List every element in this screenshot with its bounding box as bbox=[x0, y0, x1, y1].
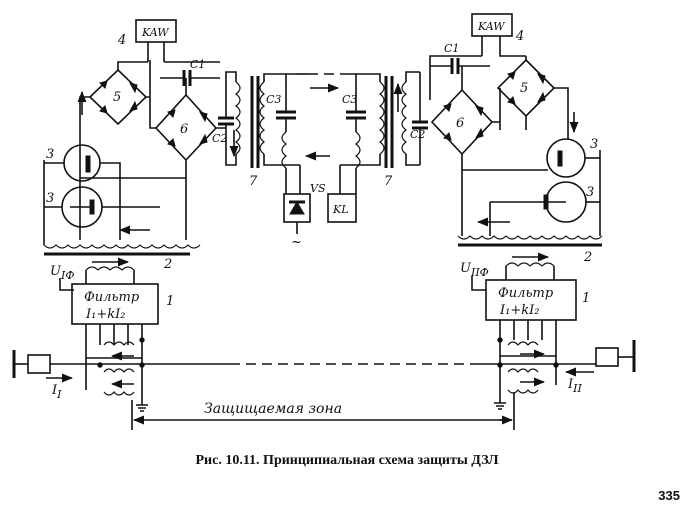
left-num-3-bottom: 3 bbox=[46, 191, 54, 206]
middle-cap-c3-right-label: C3 bbox=[342, 93, 357, 106]
right-num-3-bottom: 3 bbox=[586, 185, 594, 200]
right-num-2: 2 bbox=[583, 250, 592, 265]
protected-zone: Защищаемая зона bbox=[131, 392, 515, 430]
vs-label: VS bbox=[310, 182, 326, 195]
right-num-1: 1 bbox=[582, 291, 590, 306]
right-bridge-5-label: 5 bbox=[520, 81, 528, 96]
left-rectifier-bridge-6: 6 bbox=[154, 93, 218, 162]
ac-symbol: ~ bbox=[291, 235, 302, 250]
left-cap-c2-label: C2 bbox=[212, 132, 227, 145]
right-filter-title: Фильтр bbox=[498, 286, 554, 301]
right-relay-label: KAW bbox=[477, 20, 506, 33]
left-bridge-6-label: 6 bbox=[180, 122, 188, 137]
right-filter-box bbox=[485, 279, 577, 321]
left-filter-formula: I₁+kI₂ bbox=[85, 307, 125, 322]
page-number: 335 bbox=[658, 488, 680, 503]
right-breaker bbox=[595, 347, 619, 367]
left-num-1: 1 bbox=[166, 294, 174, 309]
right-filter-formula: I₁+kI₂ bbox=[499, 303, 539, 318]
left-num-7: 7 bbox=[249, 174, 258, 189]
left-rectifier-bridge-5: 5 bbox=[88, 68, 148, 126]
left-half-set: KAW 4 5 6 C1 C2 7 bbox=[43, 19, 258, 412]
right-num-7: 7 bbox=[384, 174, 393, 189]
left-u-label: UIФ bbox=[50, 264, 74, 282]
zone-label: Защищаемая зона bbox=[204, 401, 342, 417]
right-rectifier-bridge-5: 5 bbox=[496, 58, 556, 118]
left-num-4: 4 bbox=[117, 33, 126, 48]
right-current-label: III bbox=[567, 377, 582, 395]
right-half-set: KAW 4 C1 C2 6 5 3 bbox=[390, 13, 603, 410]
power-line: II III bbox=[12, 340, 636, 401]
left-num-3-top: 3 bbox=[46, 147, 54, 162]
left-current-label: II bbox=[51, 383, 62, 401]
circuit-diagram: KAW 4 5 6 C1 C2 7 bbox=[12, 13, 636, 430]
right-num-4: 4 bbox=[515, 29, 524, 44]
right-num-3-top: 3 bbox=[590, 137, 598, 152]
left-relay-3-top: 3 bbox=[44, 144, 101, 182]
left-filter-title: Фильтр bbox=[84, 290, 140, 305]
left-relay-3-bottom: 3 bbox=[44, 186, 103, 228]
communication-link: C3 C3 VS ~ KL 7 bbox=[256, 73, 393, 250]
kl-label: KL bbox=[332, 203, 349, 216]
right-cap-c1-label: C1 bbox=[444, 42, 459, 55]
left-num-2: 2 bbox=[163, 257, 172, 272]
relay-kl bbox=[327, 193, 357, 223]
left-relay-kaw bbox=[135, 19, 177, 43]
left-cap-c1-label: C1 bbox=[190, 58, 205, 71]
right-relay-3-top: 3 bbox=[546, 137, 600, 178]
left-breaker bbox=[27, 354, 51, 374]
middle-cap-c3-left-label: C3 bbox=[266, 93, 281, 106]
figure-caption: Рис. 10.11. Принципиальная схема защиты … bbox=[195, 453, 499, 468]
right-relay-kaw bbox=[471, 13, 513, 37]
right-relay-3-bottom: 3 bbox=[543, 181, 600, 223]
left-filter-box bbox=[71, 283, 159, 325]
left-relay-label: KAW bbox=[141, 26, 170, 39]
left-bridge-5-label: 5 bbox=[113, 90, 121, 105]
right-u-label: UIIФ bbox=[460, 261, 489, 279]
right-rectifier-bridge-6: 6 bbox=[430, 88, 494, 156]
right-cap-c2-label: C2 bbox=[410, 128, 425, 141]
right-bridge-6-label: 6 bbox=[456, 116, 464, 131]
